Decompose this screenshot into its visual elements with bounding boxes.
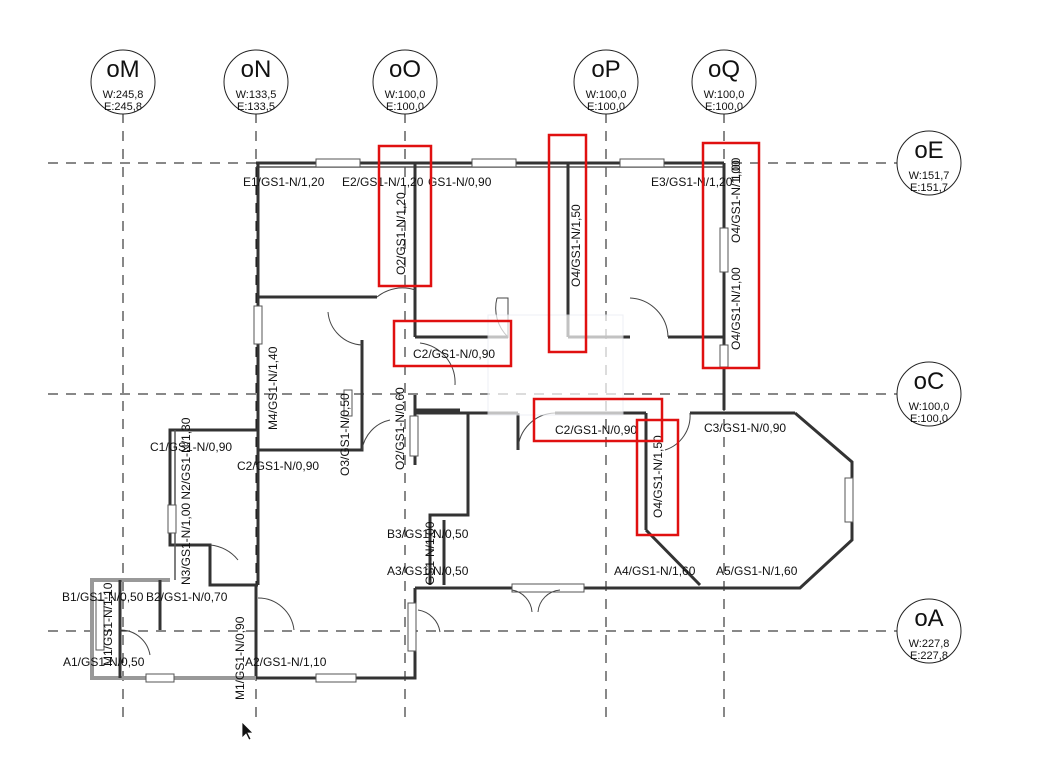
tag-e1[interactable]: E1/GS1-N/1,20 (243, 175, 325, 189)
grid-bubble-oC[interactable]: oC W:100,0 E:100,0 (896, 361, 962, 427)
grid-bubble-e: E:245,8 (104, 101, 142, 113)
grid-bubble-label: oC (914, 368, 945, 395)
grid-bubble-e: E:100,0 (587, 101, 625, 113)
tag-b3[interactable]: B3/GS1-N/0,50 (387, 527, 469, 541)
tag-b3-vertical[interactable]: GS1-N/1,00 (423, 521, 437, 585)
grid-bubble-label: oE (914, 137, 943, 164)
tag-o4-right-0[interactable]: 1,00 (729, 157, 743, 181)
tag-o4-vertical-top[interactable]: O4/GS1-N/1,50 (569, 204, 583, 287)
grid-bubble-oN[interactable]: oN W:133,5 E:133,5 (223, 49, 289, 115)
grid-bubble-e: E:133,5 (237, 101, 275, 113)
grid-bubble-e: E:100,0 (386, 101, 424, 113)
grid-bubble-e: E:100,0 (910, 413, 948, 425)
grid-bubble-e: E:100,0 (705, 101, 743, 113)
grid-bubble-oO[interactable]: oO W:100,0 E:100,0 (372, 49, 438, 115)
wall-left-block[interactable] (168, 428, 258, 587)
tag-b2[interactable]: B2/GS1-N/0,70 (146, 590, 228, 604)
wall-diag-lower[interactable] (644, 528, 702, 587)
grid-bubble-w: W:151,7 (909, 170, 950, 182)
grid-bubble-label: oA (914, 605, 943, 632)
grid-bubble-oQ[interactable]: oQ W:100,0 E:100,0 (691, 49, 757, 115)
tag-c2-left[interactable]: C2/GS1-N/0,90 (237, 459, 319, 473)
mouse-cursor-icon (241, 721, 254, 741)
tag-b1[interactable]: B1/GS1-N/0,50 (62, 590, 144, 604)
windows (95, 158, 854, 683)
tag-a4[interactable]: A4/GS1-N/1,60 (614, 564, 696, 578)
tag-c3[interactable]: C3/GS1-N/0,90 (704, 421, 786, 435)
grid-bubble-e: E:227,8 (910, 650, 948, 662)
tag-o4-right-1[interactable]: O4/GS1-N/1,00 (729, 160, 743, 243)
selection-box-c2-mid[interactable] (392, 319, 513, 368)
grid-bubble-oE[interactable]: oE W:151,7 E:151,7 (896, 130, 962, 196)
tag-o3[interactable]: O3/GS1-N/0,50 (338, 393, 352, 476)
selection-box-o4-lower[interactable] (635, 418, 680, 537)
tag-m1-left[interactable]: M1/GS1-N/1,10 (101, 582, 115, 666)
grid-bubble-w: W:100,0 (385, 89, 426, 101)
grid-bubble-w: W:245,8 (103, 89, 144, 101)
selection-box-o2[interactable] (377, 144, 433, 288)
grid-bubble-e: E:151,7 (910, 182, 948, 194)
grid-bubble-label: oN (241, 56, 272, 83)
grid-bubble-label: oP (591, 56, 620, 83)
grid-lines (48, 113, 898, 725)
tag-a5[interactable]: A5/GS1-N/1,60 (716, 564, 798, 578)
grid-bubble-oP[interactable]: oP W:100,0 E:100,0 (573, 49, 639, 115)
tag-a1[interactable]: A1/GS1-N/0,50 (63, 655, 145, 669)
tag-n2-n3[interactable]: N3/GS1-N/1,00 N2/GS1-N/1,30 (179, 417, 193, 585)
tag-m1-vertical[interactable]: M1/GS1-N/0,90 (233, 616, 247, 700)
tag-m4[interactable]: M4/GS1-N/1,40 (266, 346, 280, 430)
wall-inner-room[interactable] (428, 413, 470, 585)
tag-e2b[interactable]: GS1-N/0,90 (428, 175, 492, 189)
tag-c1[interactable]: C1/GS1-N/0,90 (150, 440, 232, 454)
selection-highlights[interactable] (377, 133, 761, 537)
grid-bubble-label: oO (389, 56, 421, 83)
tag-c2-mid[interactable]: C2/GS1-N/0,90 (413, 347, 495, 361)
grid-bubble-w: W:100,0 (586, 89, 627, 101)
tag-e3[interactable]: E3/GS1-N/1,20 (651, 175, 733, 189)
grid-bubble-w: W:227,8 (909, 638, 950, 650)
grid-bubble-oM[interactable]: oM W:245,8 E:245,8 (90, 49, 156, 115)
grid-bubble-label: oM (106, 56, 139, 83)
grid-bubble-w: W:133,5 (236, 89, 277, 101)
grid-bubble-label: oQ (708, 56, 740, 83)
selection-box-o4-top[interactable] (547, 133, 588, 354)
grid-bubble-w: W:100,0 (704, 89, 745, 101)
tag-o4-right-2[interactable]: O4/GS1-N/1,00 (729, 267, 743, 350)
wall-octagon[interactable] (415, 411, 854, 590)
tag-a3[interactable]: A3/GS1-N/0,50 (387, 564, 469, 578)
tag-a2[interactable]: A2/GS1-N/1,10 (245, 655, 327, 669)
grid-bubble-oA[interactable]: oA W:227,8 E:227,8 (896, 598, 962, 664)
grid-bubble-w: W:100,0 (909, 401, 950, 413)
tag-o2-vertical[interactable]: O2/GS1-N/1,20 (394, 192, 408, 275)
tag-o4-lower[interactable]: O4/GS1-N/1,50 (651, 435, 665, 518)
tags[interactable]: E1/GS1-N/1,20 E2/GS1-N/1,20 GS1-N/0,90 E… (62, 157, 798, 700)
tag-o2-lower[interactable]: O2/GS1-N/0,60 (393, 387, 407, 470)
tag-e2[interactable]: E2/GS1-N/1,20 (342, 175, 424, 189)
selection-box-o4-right[interactable] (701, 141, 761, 370)
tag-c2-right[interactable]: C2/GS1-N/0,90 (555, 423, 637, 437)
